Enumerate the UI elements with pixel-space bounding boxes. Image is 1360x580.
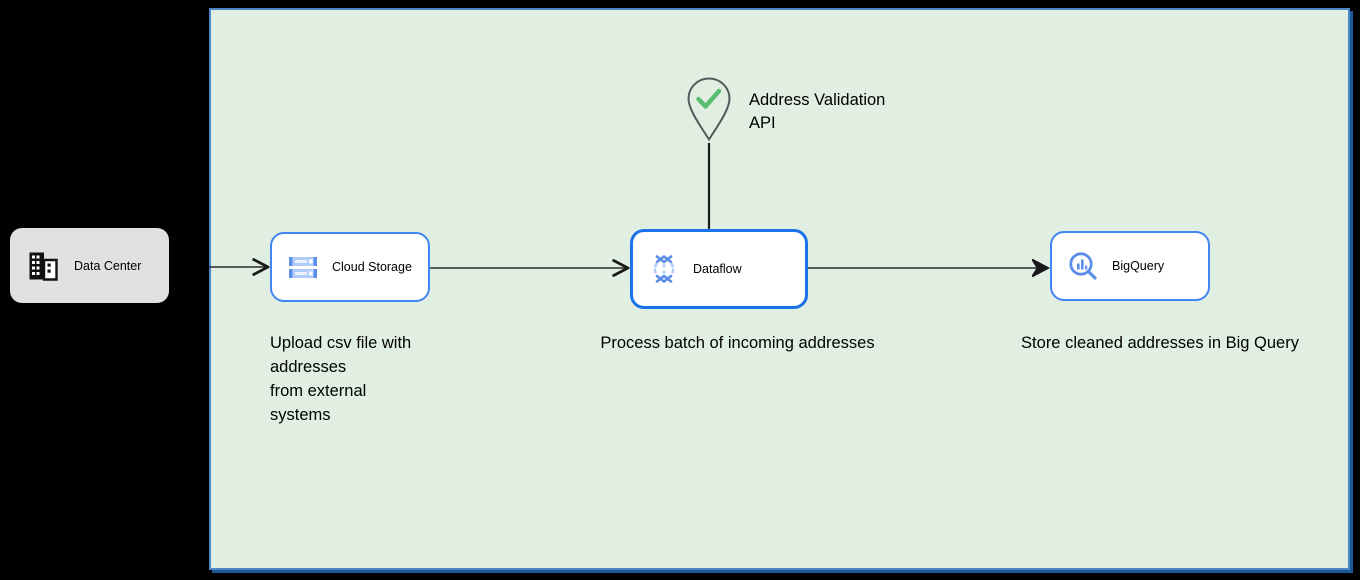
bigquery-icon xyxy=(1069,252,1097,280)
address-validation-api-label: Address Validation API xyxy=(749,91,886,132)
address-validation-api-node[interactable] xyxy=(684,76,734,142)
node-data-center[interactable]: Data Center xyxy=(10,228,169,303)
dataflow-icon xyxy=(653,254,675,284)
node-bigquery[interactable]: BigQuery xyxy=(1050,231,1210,301)
node-dataflow[interactable]: Dataflow xyxy=(630,229,808,309)
caption-upload: Upload csv file with addresses from exte… xyxy=(270,334,412,424)
cloud-storage-icon xyxy=(289,257,317,278)
data-center-icon xyxy=(29,252,58,281)
map-pin-check-icon xyxy=(687,77,731,142)
node-cloud-storage-label: Cloud Storage xyxy=(332,260,412,274)
node-bigquery-label: BigQuery xyxy=(1112,259,1165,273)
node-dataflow-label: Dataflow xyxy=(693,262,742,276)
node-data-center-label: Data Center xyxy=(74,258,142,273)
node-cloud-storage[interactable]: Cloud Storage xyxy=(270,232,430,302)
caption-store: Store cleaned addresses in Big Query xyxy=(1021,334,1299,352)
caption-process: Process batch of incoming addresses xyxy=(600,334,875,352)
